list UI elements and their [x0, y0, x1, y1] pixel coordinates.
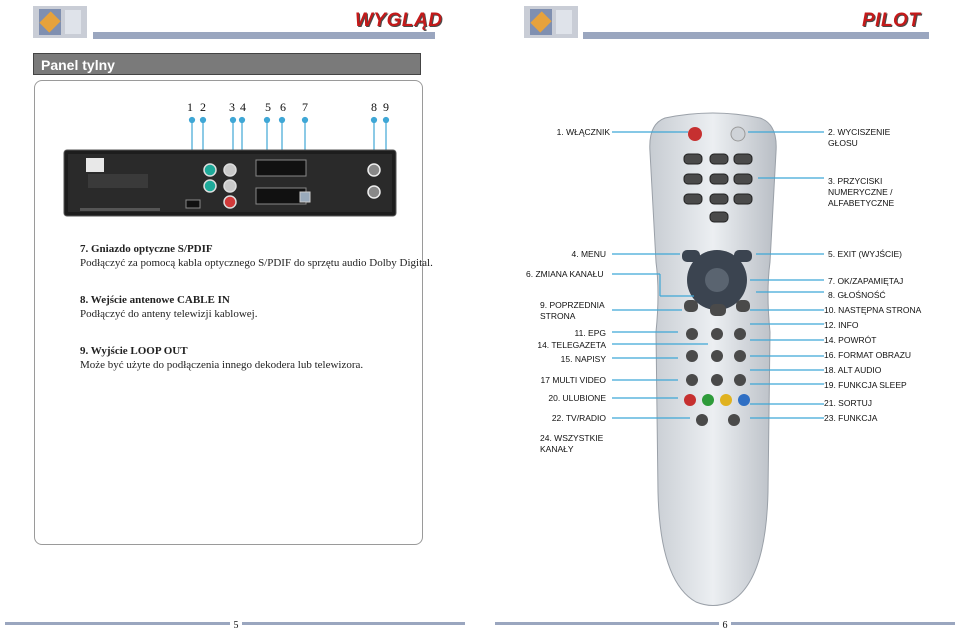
label-prev-page: 9. POPRZEDNIA STRONA [540, 300, 605, 321]
section-heading: Panel tylny [33, 53, 421, 75]
section-body: Podłączyć za pomocą kabla optycznego S/P… [80, 257, 433, 269]
label-info: 12. INFO [824, 320, 859, 330]
section-loop-out: 9. Wyjście LOOP OUT Może być użyte do po… [80, 344, 363, 372]
label-back: 14. POWRÓT [824, 335, 877, 345]
label-aspect: 16. FORMAT OBRAZU [824, 350, 912, 360]
logo [524, 6, 578, 38]
page-title: WYGLĄD [355, 10, 443, 31]
label-numeric: 3. PRZYCISKI NUMERYCZNE / ALFABETYCZNE [828, 176, 895, 208]
label-volume: 8. GŁOŚNOŚĆ [828, 290, 886, 300]
label-tv-radio: 22. TV/RADIO [551, 413, 606, 423]
page-number: 5 [230, 620, 242, 631]
section-cable-in: 8. Wejście antenowe CABLE IN Podłączyć d… [80, 293, 257, 321]
label-ok: 7. OK/ZAPAMIĘTAJ [828, 276, 904, 286]
port-number: 1 [187, 100, 193, 114]
label-sleep: 19. FUNKCJA SLEEP [824, 380, 907, 390]
label-alt-audio: 18. ALT AUDIO [824, 365, 882, 375]
label-sort: 21. SORTUJ [824, 398, 873, 408]
section-title: 9. Wyjście LOOP OUT [80, 345, 188, 357]
port-number: 9 [383, 100, 389, 114]
port-number: 2 [200, 100, 206, 114]
port-number: 4 [240, 100, 246, 114]
page-number: 6 [719, 620, 731, 631]
label-teletext: 14. TELEGAZETA [537, 340, 606, 350]
label-favourites: 20. ULUBIONE [548, 393, 606, 403]
label-menu: 4. MENU [571, 249, 606, 259]
label-next-page: 10. NASTĘPNA STRONA [824, 305, 922, 315]
label-channel: 6. ZMIANA KANAŁU [526, 269, 604, 279]
back-panel-illustration [63, 116, 397, 217]
section-body: Może być użyte do podłączenia innego dek… [80, 359, 364, 371]
port-number: 5 [265, 100, 271, 114]
label-function: 23. FUNKCJA [824, 413, 878, 423]
section-title: 7. Gniazdo optyczne S/PDIF [80, 243, 213, 255]
section-title: 8. Wejście antenowe CABLE IN [80, 294, 230, 306]
port-number: 7 [302, 100, 308, 114]
label-all-channels: 24. WSZYSTKIE KANAŁY [540, 433, 604, 454]
content-frame [34, 80, 423, 545]
label-multi-video: 17 MULTI VIDEO [540, 375, 607, 385]
logo [33, 6, 87, 38]
port-number: 6 [280, 100, 286, 114]
label-subtitles: 15. NAPISY [560, 354, 606, 364]
port-number: 3 [229, 100, 235, 114]
header-bar [583, 32, 929, 39]
label-power: 1. WŁĄCZNIK [556, 127, 610, 137]
remote-illustration [649, 112, 777, 606]
label-mute: 2. WYCISZENIE GŁOSU [828, 127, 891, 148]
remote-callouts [612, 131, 824, 419]
label-exit: 5. EXIT (WYJŚCIE) [828, 249, 902, 259]
section-optical: 7. Gniazdo optyczne S/PDIF Podłączyć za … [80, 242, 433, 270]
header-bar [93, 32, 435, 39]
port-number: 8 [371, 100, 377, 114]
section-body: Podłączyć do anteny telewizji kablowej. [80, 308, 258, 320]
page-title: PILOT [862, 10, 921, 31]
label-epg: 11. EPG [574, 328, 607, 338]
